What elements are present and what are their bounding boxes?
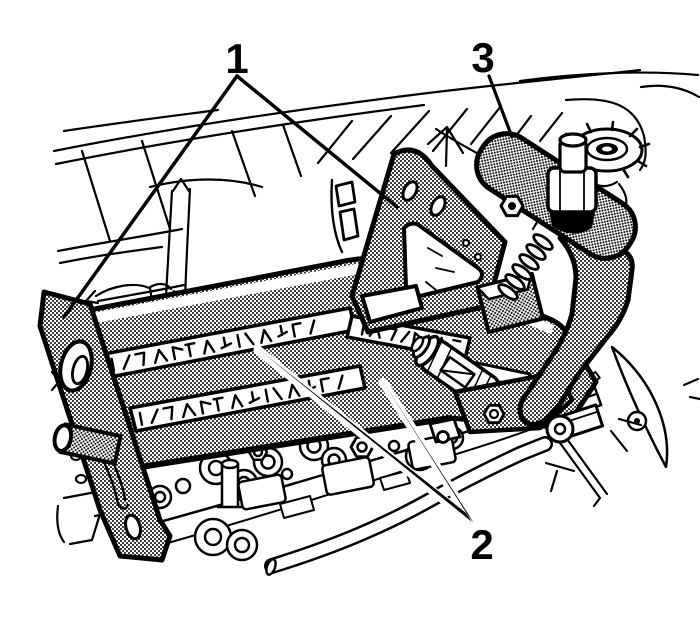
callout-1-leader-right [235, 74, 399, 209]
callout-3-label: 3 [471, 34, 494, 81]
clamp-screw [475, 233, 554, 335]
strap-buckle [545, 403, 605, 444]
clamp-paddle [474, 131, 638, 261]
left-end-bracket [37, 289, 173, 563]
callout-2-leader-casing-a [253, 345, 475, 526]
paddle-stud [546, 132, 598, 234]
a-frame-window [360, 284, 424, 324]
beam-slot-2 [128, 364, 367, 433]
callout-2-leader-casing-b [378, 377, 476, 526]
a-frame-bracket [330, 147, 508, 335]
clamp-body [452, 235, 635, 435]
callout-1-leader-left [62, 74, 239, 319]
bracket-pin [52, 422, 123, 466]
callout-2-leader-b [382, 380, 474, 523]
callout-2-leader-a [257, 348, 472, 522]
engine-bay-sketch [50, 68, 700, 546]
callout-1-label: 1 [225, 35, 248, 82]
bracket-foot-slot [124, 513, 142, 541]
callout-3-leader [487, 74, 514, 139]
callout-2-label: 2 [470, 521, 493, 568]
hose-tube [264, 436, 553, 576]
cowl-bracket [334, 180, 360, 242]
callout-leaders [62, 74, 514, 526]
